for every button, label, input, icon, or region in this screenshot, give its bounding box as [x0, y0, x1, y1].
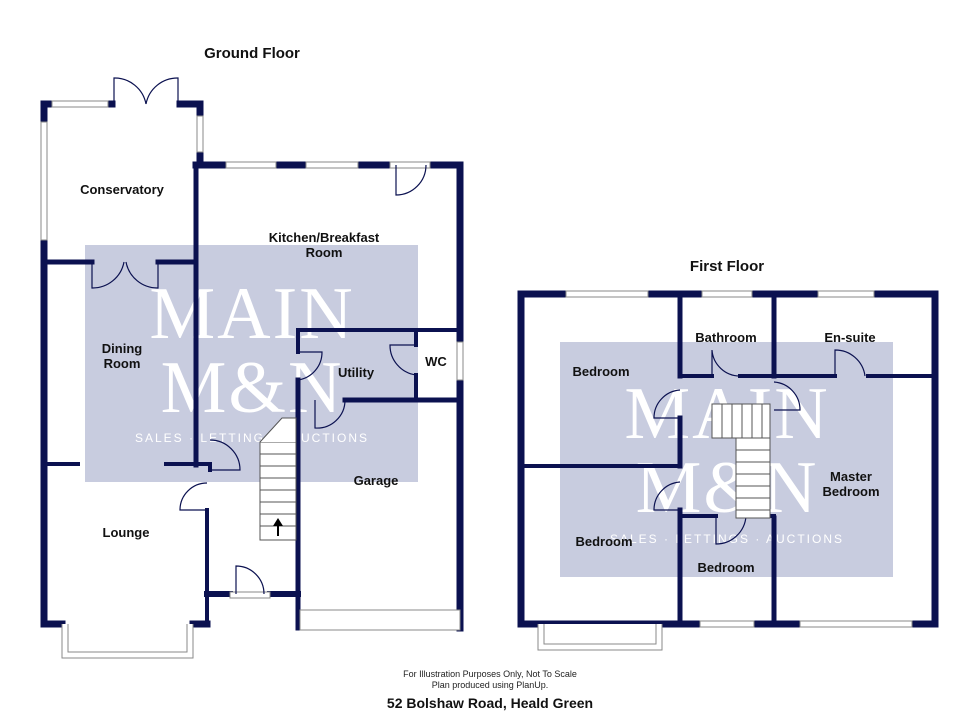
ground-floor-title: Ground Floor: [204, 45, 300, 62]
watermark-mn-text: M&N: [636, 447, 819, 529]
footer-planup-credit: Plan produced using PlanUp.: [431, 680, 549, 690]
ground-floor-doors: [91, 77, 427, 595]
footer-disclaimer: For Illustration Purposes Only, Not To S…: [403, 669, 577, 679]
room-label-master-line2: Bedroom: [822, 484, 879, 499]
room-label-dining-line1: Dining: [102, 341, 142, 356]
ground-floor-windows: [40, 100, 464, 659]
watermark-first: MAIN M&N SALES · LETTINGS · AUCTIONS: [560, 342, 893, 577]
room-label-bedroom-small: Bedroom: [697, 560, 754, 575]
room-label-garage: Garage: [354, 473, 399, 488]
first-floor-doors: [653, 349, 866, 545]
watermark-ground: MAIN M&N SALES · LETTINGS · AUCTIONS: [85, 245, 418, 482]
room-label-kitchen-line1: Kitchen/Breakfast: [269, 230, 380, 245]
room-label-ensuite: En-suite: [824, 330, 875, 345]
first-floor-stairs: [711, 403, 771, 519]
room-label-master-line1: Master: [830, 469, 872, 484]
watermark-tagline: SALES · LETTINGS · AUCTIONS: [135, 431, 369, 445]
ground-floor-stairs: [259, 417, 297, 541]
room-label-kitchen-line2: Room: [306, 245, 343, 260]
room-label-utility: Utility: [338, 365, 375, 380]
first-floor-title: First Floor: [690, 258, 764, 275]
room-label-bedroom-back-left: Bedroom: [575, 534, 632, 549]
room-label-bedroom-front-left: Bedroom: [572, 364, 629, 379]
room-label-bathroom: Bathroom: [695, 330, 756, 345]
first-floor-windows: [537, 290, 913, 651]
watermark-tagline: SALES · LETTINGS · AUCTIONS: [610, 532, 844, 546]
room-label-conservatory: Conservatory: [80, 182, 165, 197]
watermark-main-text: MAIN: [149, 273, 354, 355]
room-label-dining-line2: Room: [104, 356, 141, 371]
watermark-mn-text: M&N: [161, 347, 344, 429]
room-label-lounge: Lounge: [103, 525, 150, 540]
room-label-wc: WC: [425, 354, 447, 369]
property-address: 52 Bolshaw Road, Heald Green: [386, 695, 594, 711]
